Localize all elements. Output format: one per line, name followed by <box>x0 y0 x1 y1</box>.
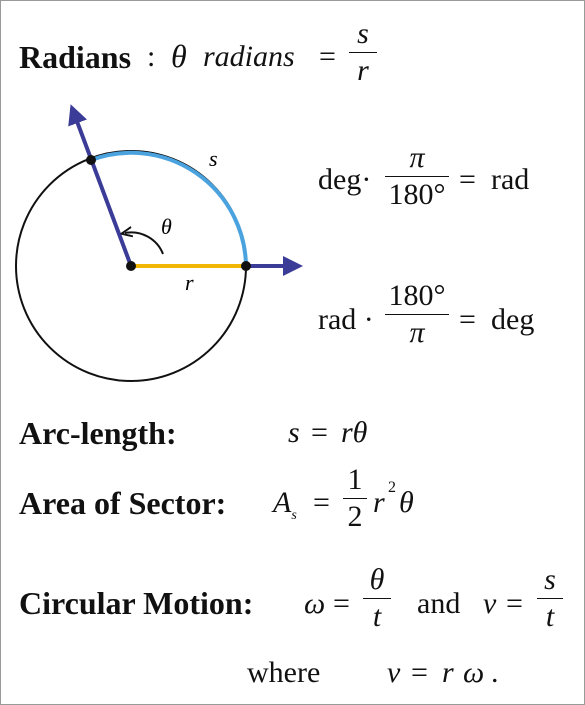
motion-equals-1: = <box>333 587 350 620</box>
deg-to-rad-denominator: 180° <box>388 178 446 211</box>
radius-label-r: r <box>185 270 194 295</box>
arc-end-point <box>241 261 251 271</box>
rad-to-deg-fraction: 180° π <box>385 281 449 348</box>
motion-v: v <box>483 587 497 620</box>
area-equals: = <box>313 486 330 519</box>
unit-circle-diagram: s θ r <box>15 104 303 382</box>
motion-fraction-1-numerator: θ <box>369 563 385 596</box>
arc-start-point <box>86 155 96 165</box>
motion-fraction-1: θ t <box>363 565 391 632</box>
motion-fraction-2-denominator: t <box>545 600 555 633</box>
area-theta: θ <box>399 486 414 519</box>
arc-length-equals: = <box>311 416 328 449</box>
area-fraction: 1 2 <box>343 465 367 532</box>
fraction-bar <box>537 598 563 599</box>
angle-arc <box>125 232 164 255</box>
radians-heading: Radians <box>19 39 132 75</box>
deg-to-rad-left: deg· <box>318 163 372 196</box>
radians-theta: θ <box>171 38 187 74</box>
deg-to-rad-right: rad <box>491 163 530 196</box>
fraction-bar <box>349 52 377 53</box>
motion-r: r <box>442 656 454 689</box>
rad-to-deg-left: rad · <box>318 303 374 336</box>
rad-to-deg-equals: = <box>459 303 476 336</box>
deg-to-rad-numerator: π <box>409 141 425 174</box>
center-point <box>126 261 136 271</box>
fraction-bar <box>363 598 391 599</box>
radians-word: radians <box>203 40 295 73</box>
motion-equals-2: = <box>506 587 523 620</box>
arc-length-lhs: s <box>288 416 300 449</box>
rad-to-deg-right: deg <box>491 303 535 336</box>
motion-v2: v <box>387 656 401 689</box>
arc-label-s: s <box>209 146 218 171</box>
radians-fraction-numerator: s <box>357 17 369 50</box>
area-exponent: 2 <box>388 479 396 496</box>
motion-fraction-2-numerator: s <box>544 563 556 596</box>
arc-length-heading: Arc-length: <box>19 415 177 451</box>
fraction-bar <box>385 176 449 177</box>
area-lhs-subscript: s <box>291 508 297 523</box>
motion-omega: ω <box>304 587 326 620</box>
motion-equals-3: = <box>411 656 428 689</box>
motion-period: . <box>491 656 499 689</box>
radians-colon: : <box>147 40 156 73</box>
motion-heading: Circular Motion: <box>19 585 254 621</box>
motion-and: and <box>417 587 461 620</box>
area-denominator: 2 <box>347 500 363 533</box>
rad-to-deg-numerator: 180° <box>388 279 446 312</box>
area-r: r <box>373 486 385 519</box>
area-heading: Area of Sector: <box>19 485 227 521</box>
area-numerator: 1 <box>347 463 363 496</box>
radians-fraction: s r <box>349 19 377 86</box>
motion-fraction-2: s t <box>537 565 563 632</box>
terminal-side-arrow <box>68 104 133 267</box>
deg-to-rad-fraction: π 180° <box>385 143 449 210</box>
rad-to-deg-denominator: π <box>409 316 425 349</box>
fraction-bar <box>385 314 449 315</box>
motion-where: where <box>247 656 321 689</box>
radians-fraction-denominator: r <box>357 54 369 87</box>
motion-fraction-1-denominator: t <box>372 600 382 633</box>
radians-equals: = <box>319 40 336 73</box>
arc-s <box>90 150 248 267</box>
motion-omega2: ω <box>463 656 485 689</box>
fraction-bar <box>343 498 367 499</box>
deg-to-rad-equals: = <box>459 163 476 196</box>
area-lhs: As <box>273 486 297 523</box>
arc-length-rhs: rθ <box>341 416 368 449</box>
angle-label-theta: θ <box>161 214 172 239</box>
